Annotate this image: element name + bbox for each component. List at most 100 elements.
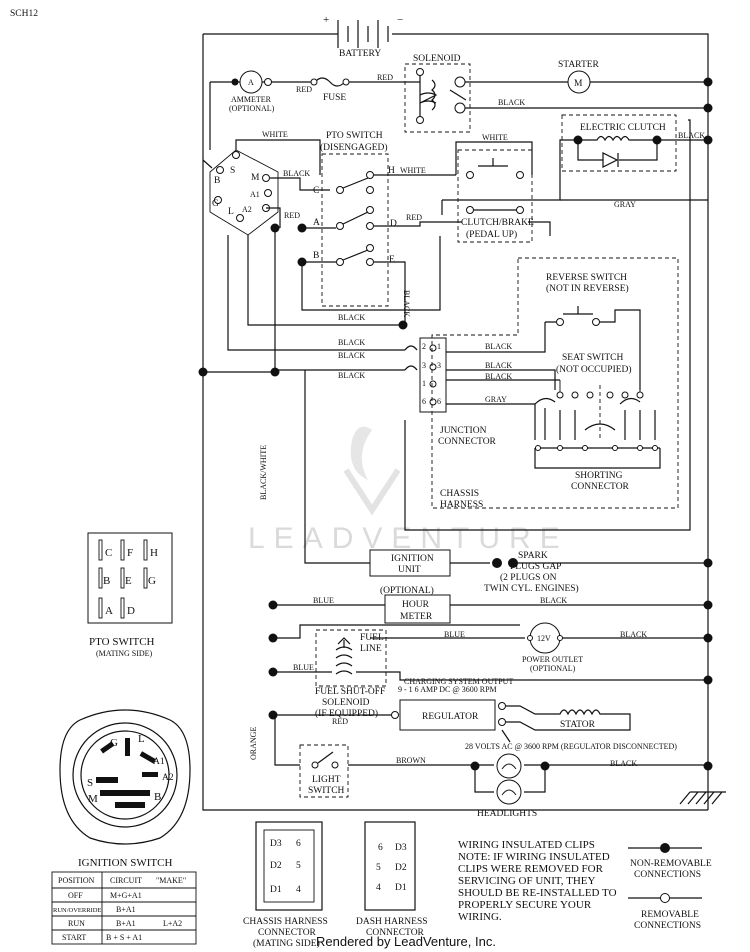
ignition-unit-label-1: IGNITION bbox=[391, 554, 434, 564]
spark-plugs-label-4: TWIN CYL. ENGINES) bbox=[484, 583, 579, 594]
shorting-label-1: SHORTING bbox=[575, 471, 623, 481]
notes-line-0: NOTE: IF WIRING INSULATED bbox=[458, 851, 610, 863]
ignition-switch-title: IGNITION SWITCH bbox=[78, 857, 172, 869]
spark-plugs-label-3: (2 PLUGS ON bbox=[500, 572, 557, 583]
wire-black-h3: BLACK bbox=[338, 351, 365, 360]
fuel-solenoid-coil-icon bbox=[335, 646, 353, 675]
watermark-v-icon bbox=[343, 468, 401, 516]
ammeter-optional: (OPTIONAL) bbox=[229, 104, 275, 113]
dash-pin-6: 6 bbox=[378, 843, 383, 853]
fuel-shutoff-circuit: FUEL LINE BLUE FUEL SHUT-OFF SOLENOID (I… bbox=[268, 629, 713, 719]
footer-credit: Rendered by LeadVenture, Inc. bbox=[316, 934, 496, 949]
ammeter-label: AMMETER bbox=[231, 95, 272, 104]
wire-black-h1: BLACK bbox=[338, 313, 365, 322]
wire-red-2: RED bbox=[377, 73, 393, 82]
chassis-connector-label-2: CONNECTOR bbox=[258, 928, 317, 938]
wire-black-pto-e: BLACK bbox=[402, 290, 411, 317]
solenoid-label: SOLENOID bbox=[413, 54, 461, 64]
table-header-circuit: CIRCUIT bbox=[110, 876, 142, 885]
dash-pin-d3: D3 bbox=[395, 843, 407, 853]
pto-mating-title: PTO SWITCH bbox=[89, 636, 155, 648]
chassis-pin-6: 6 bbox=[296, 839, 301, 849]
pto-terminal-c: C bbox=[313, 186, 319, 196]
shorting-label-2: CONNECTOR bbox=[571, 482, 630, 492]
wire-red-cb: RED bbox=[406, 213, 422, 222]
jc-pin-6: 6 bbox=[422, 397, 426, 406]
ignition-unit-circuit: BLACK/WHITE IGNITION UNIT SPARK PLUGS GA… bbox=[259, 119, 713, 594]
wire-gray-jc: GRAY bbox=[485, 395, 507, 404]
junction-label-2: CONNECTOR bbox=[438, 437, 497, 447]
dash-pin-d2: D2 bbox=[395, 863, 407, 873]
regulator-circuit: RED REGULATOR CHARGING SYSTEM OUTPUT 9 -… bbox=[268, 677, 677, 751]
dash-connector-drawing: 6 D3 5 D2 4 D1 DASH HARNESS CONNECTOR bbox=[356, 821, 428, 938]
electric-clutch: ELECTRIC CLUTCH BLACK GRAY bbox=[441, 114, 713, 215]
ignition-unit-box bbox=[369, 549, 451, 577]
ignition-pin-g: G bbox=[110, 737, 118, 749]
legend-removable-1: REMOVABLE bbox=[641, 910, 699, 920]
wire-white-pto: WHITE bbox=[400, 166, 426, 175]
watermark-flame-icon bbox=[350, 426, 372, 480]
pto-terminal-b: B bbox=[313, 251, 319, 261]
clutch-coil-icon bbox=[578, 135, 657, 142]
pto-pin-h: H bbox=[150, 547, 158, 559]
power-outlet-symbol: 12V bbox=[537, 634, 551, 643]
ign-terminal-a2: A2 bbox=[242, 205, 252, 214]
jc-pin-2: 2 bbox=[422, 342, 426, 351]
electric-clutch-label: ELECTRIC CLUTCH bbox=[580, 123, 666, 133]
ignition-pin-a2: A2 bbox=[162, 773, 174, 783]
pto-pin-a: A bbox=[105, 605, 113, 617]
ammeter-symbol: A bbox=[248, 78, 254, 87]
wire-black-hm: BLACK bbox=[540, 596, 567, 605]
notes-line-1: CLIPS WERE REMOVED FOR bbox=[458, 863, 604, 875]
ign-terminal-g: G bbox=[212, 199, 219, 209]
ign-terminal-a1: A1 bbox=[250, 190, 260, 199]
seat-switch-label: SEAT SWITCH bbox=[562, 353, 623, 363]
ignition-table: POSITION CIRCUIT "MAKE" OFF M+G+A1 RUN/O… bbox=[51, 871, 197, 945]
chassis-pin-d1: D1 bbox=[270, 885, 282, 895]
ignition-unit-label-2: UNIT bbox=[398, 565, 421, 575]
notes-line-5: WIRING. bbox=[458, 911, 502, 923]
jc-pin-6b: 6 bbox=[437, 397, 441, 406]
starter-symbol: M bbox=[574, 79, 583, 89]
wire-black-hl: BLACK bbox=[610, 759, 637, 768]
ign-terminal-s: S bbox=[230, 166, 235, 176]
stator-label: STATOR bbox=[560, 720, 596, 730]
watermark: LEADVENTURE bbox=[248, 426, 560, 555]
junction-label-1: JUNCTION bbox=[440, 426, 487, 436]
fuse-label: FUSE bbox=[323, 93, 346, 103]
notes-line-4: PROPERLY SECURE YOUR bbox=[458, 899, 592, 911]
notes-line-3: SHOULD BE RE-INSTALLED TO bbox=[458, 887, 617, 899]
wire-black-clutch: BLACK bbox=[678, 131, 705, 140]
pto-terminal-a: A bbox=[313, 218, 320, 228]
legend-non-removable-1: NON-REMOVABLE bbox=[630, 859, 712, 869]
wire-blue-po: BLUE bbox=[444, 630, 465, 639]
dash-pin-4: 4 bbox=[376, 883, 381, 893]
legend-non-removable-2: CONNECTIONS bbox=[634, 870, 701, 880]
wire-red-reg: RED bbox=[332, 717, 348, 726]
hour-meter-label-2: METER bbox=[400, 612, 433, 622]
pto-terminal-h: H bbox=[388, 166, 395, 176]
table-row-3-position: START bbox=[62, 933, 86, 942]
table-row-3-circuit: B + S + A1 bbox=[106, 933, 142, 942]
pto-terminal-e: E bbox=[389, 255, 395, 265]
pto-switch-schematic: PTO SWITCH (DISENGAGED) C H A D B E WHIT… bbox=[300, 131, 456, 325]
stator-coil-icon bbox=[506, 705, 631, 731]
ammeter-fuse-line: A AMMETER (OPTIONAL) FUSE RED RED bbox=[210, 70, 420, 113]
battery-label: BATTERY bbox=[339, 49, 381, 59]
chassis-harness-label-1: CHASSIS bbox=[440, 489, 479, 499]
table-row-1-position: RUN/OVERRIDE bbox=[53, 907, 101, 914]
ign-terminal-m: M bbox=[251, 173, 260, 183]
table-header-make: "MAKE" bbox=[156, 876, 186, 885]
pto-pin-e: E bbox=[125, 575, 132, 587]
removable-ring-icon bbox=[660, 893, 670, 903]
starter: M STARTER BLACK bbox=[498, 60, 713, 113]
connection-legend: NON-REMOVABLE CONNECTIONS REMOVABLE CONN… bbox=[628, 843, 712, 931]
pto-pin-b: B bbox=[103, 575, 110, 587]
seat-switch-state: (NOT OCCUPIED) bbox=[556, 364, 632, 375]
battery-minus: − bbox=[397, 14, 403, 26]
jc-pin-1b: 1 bbox=[437, 342, 441, 351]
fuel-line-label-1: FUEL bbox=[360, 633, 384, 643]
junction-connector: 2 3 1 6 1 3 6 BLACK BLACK BLACK GRAY JUN… bbox=[404, 322, 560, 447]
chassis-pin-4: 4 bbox=[296, 885, 301, 895]
pto-pin-c: C bbox=[105, 547, 112, 559]
